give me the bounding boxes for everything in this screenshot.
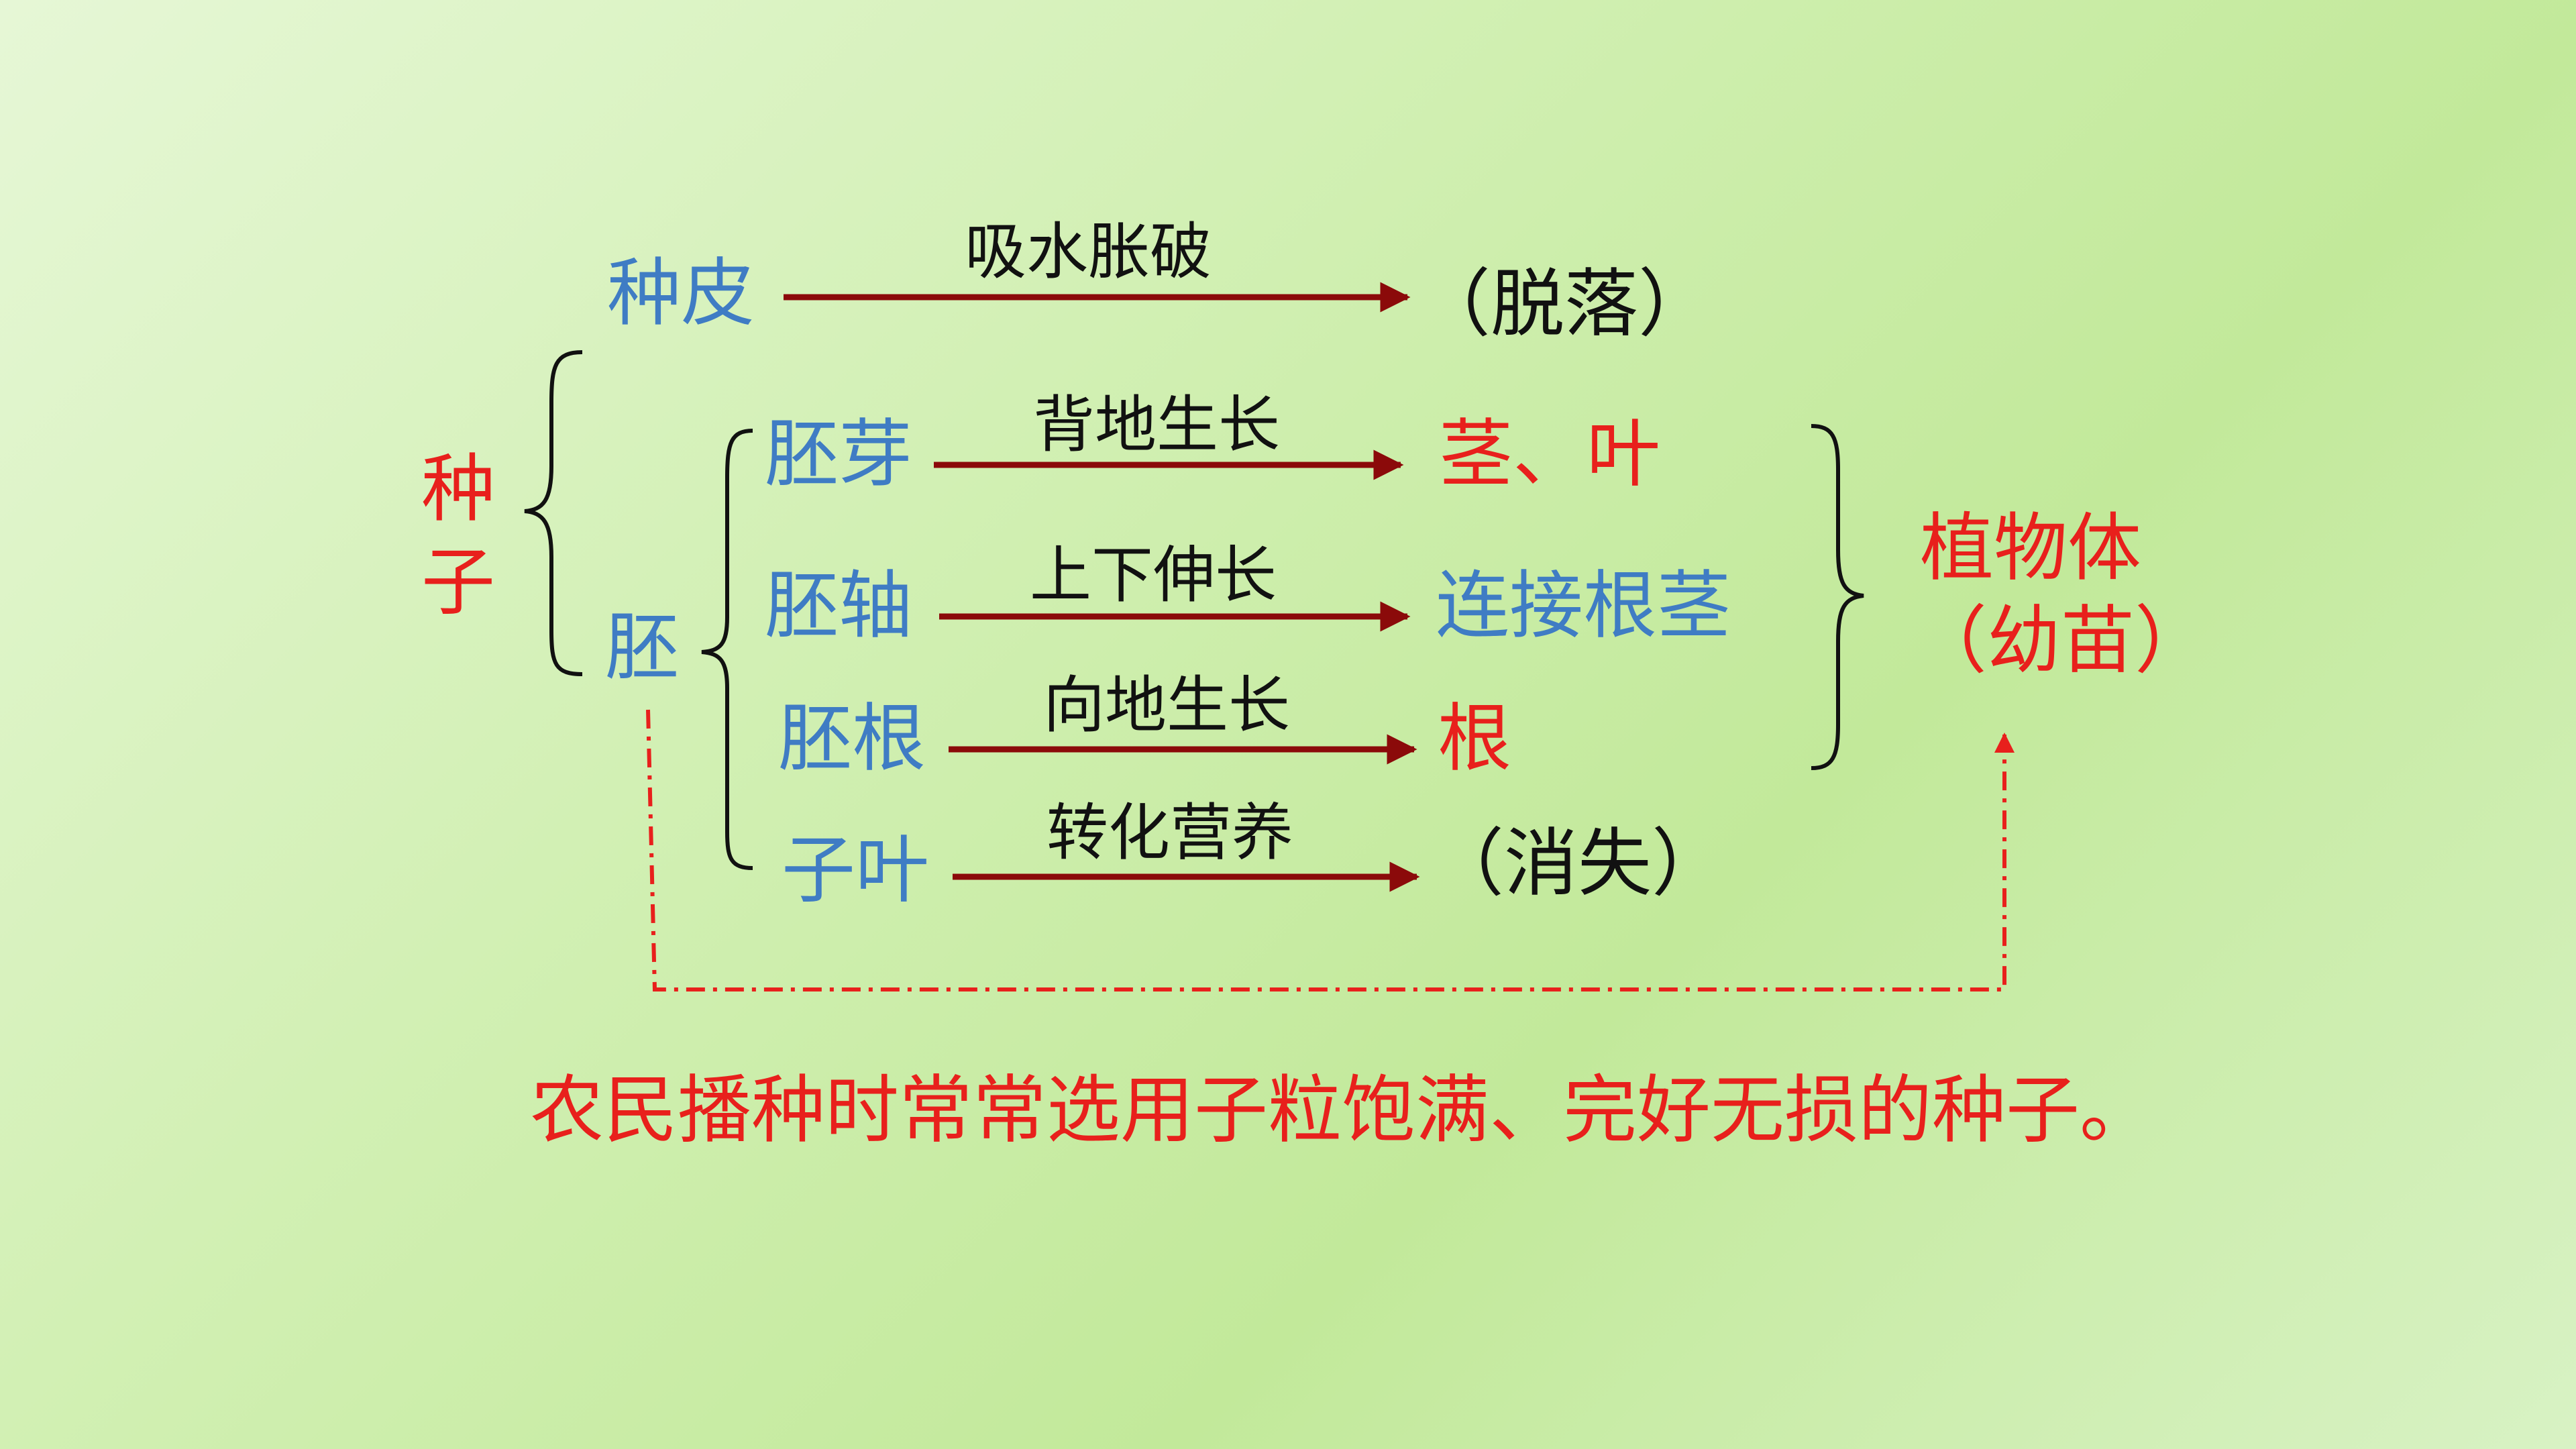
- hypocotyl-process: 上下伸长: [1030, 539, 1277, 611]
- radicle-result: 根: [1438, 696, 1511, 782]
- embryo-label: 胚: [605, 604, 679, 690]
- radicle-process: 向地生长: [1043, 669, 1291, 741]
- seed-coat-result: （脱落）: [1417, 261, 1712, 347]
- brace-embryo: [701, 429, 753, 870]
- cotyledon-result: （消失）: [1430, 820, 1725, 906]
- hypocotyl-result: 连接根茎: [1436, 563, 1731, 649]
- plumule-label: 胚芽: [765, 411, 912, 497]
- plant-sublabel: （幼苗）: [1913, 598, 2208, 684]
- cotyledon-process: 转化营养: [1046, 797, 1294, 869]
- plumule-process: 背地生长: [1033, 389, 1281, 461]
- seed-label: 种子: [421, 446, 495, 625]
- hypocotyl-label: 胚轴: [765, 563, 912, 649]
- dashed-connector: [646, 709, 2015, 991]
- note-text: 农民播种时常常选用子粒饱满、完好无损的种子。: [530, 1067, 2153, 1153]
- plumule-result: 茎、叶: [1439, 411, 1660, 497]
- brace-plant: [1811, 424, 1864, 770]
- radicle-label: 胚根: [778, 696, 926, 782]
- seed-coat-process: 吸水胀破: [965, 216, 1212, 288]
- cotyledon-label: 子叶: [782, 827, 929, 913]
- plant-label: 植物体: [1920, 505, 2141, 591]
- brace-seed: [524, 350, 583, 676]
- seed-coat-label: 种皮: [607, 250, 755, 336]
